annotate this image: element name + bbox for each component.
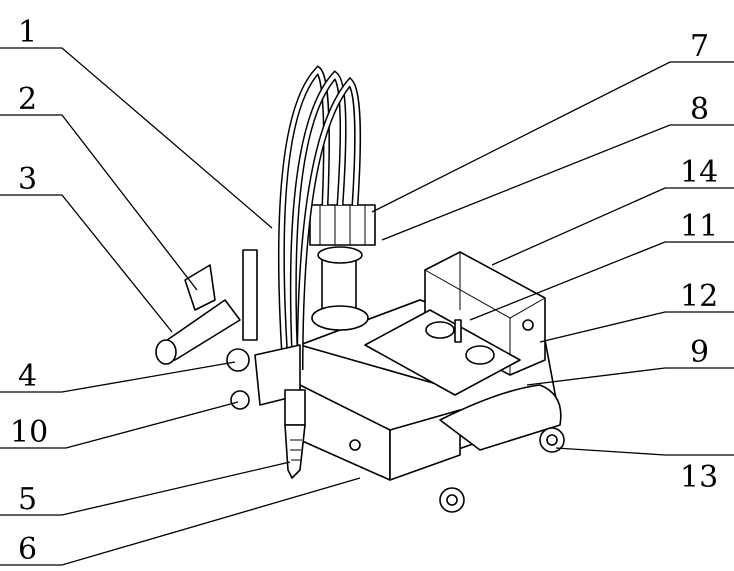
torch-nozzle <box>284 424 306 479</box>
label-13: 13 <box>680 460 718 495</box>
handle-end <box>155 339 177 365</box>
torch-body <box>284 389 306 426</box>
label-10: 10 <box>10 415 48 450</box>
label-4: 4 <box>18 359 37 394</box>
knob <box>465 345 495 365</box>
label-12: 12 <box>680 279 718 314</box>
column-base <box>311 305 369 331</box>
front-handle <box>439 384 562 451</box>
rack-post <box>242 249 258 341</box>
valve-lines <box>319 205 366 245</box>
label-8: 8 <box>690 92 709 127</box>
nozzle-lines <box>290 439 302 461</box>
adjust-knob <box>226 348 250 372</box>
label-1: 1 <box>18 15 37 50</box>
label-11: 11 <box>680 209 718 244</box>
dial <box>425 321 455 339</box>
wheel-hub <box>546 434 558 446</box>
leader-lines <box>0 47 734 566</box>
lever <box>184 264 216 311</box>
column-top <box>317 246 363 264</box>
valve-knob <box>230 390 250 410</box>
wheel-hub <box>446 494 458 506</box>
hose-inner <box>298 78 360 371</box>
label-3: 3 <box>18 162 37 197</box>
label-14: 14 <box>680 155 718 190</box>
label-9: 9 <box>690 335 709 370</box>
label-5: 5 <box>18 482 37 517</box>
indicator-light <box>522 319 534 331</box>
part-labels: 1 2 3 4 10 5 6 7 8 14 11 12 9 13 <box>10 15 718 567</box>
cutting-machine-drawing <box>155 65 565 513</box>
valve-block <box>309 204 376 246</box>
side-knob <box>349 439 361 451</box>
switch <box>454 319 462 343</box>
control-panel <box>364 309 521 396</box>
label-7: 7 <box>690 29 709 64</box>
hose-inner <box>291 72 346 361</box>
label-2: 2 <box>18 82 37 117</box>
side-box-face <box>389 409 461 481</box>
label-6: 6 <box>18 532 37 567</box>
